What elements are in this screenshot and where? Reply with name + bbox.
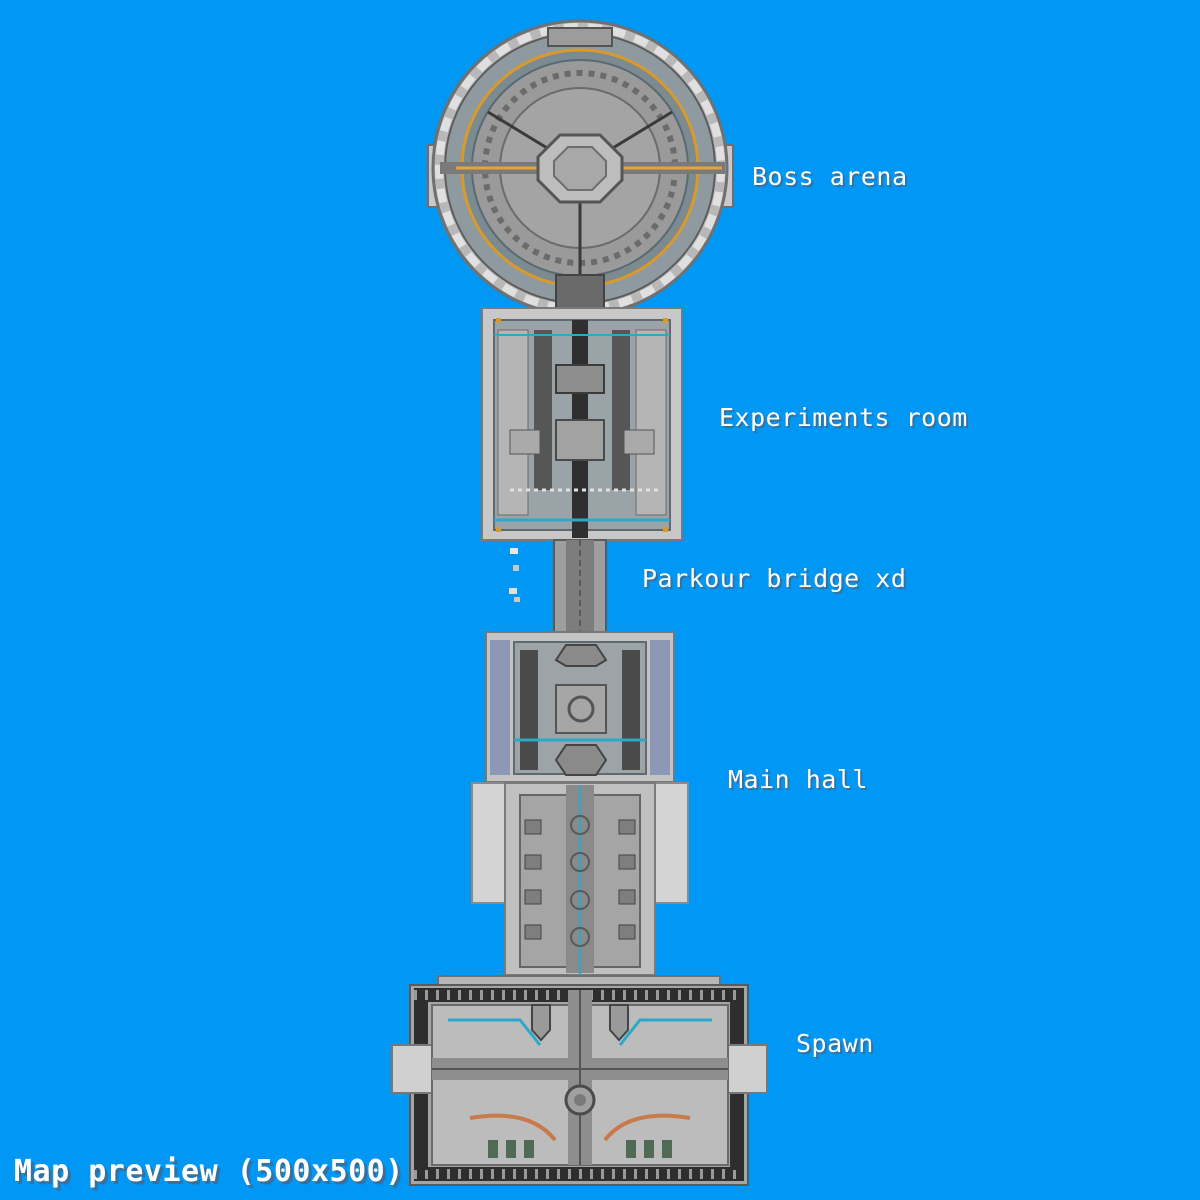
experiments-room-structure (481, 307, 683, 541)
area-label-experiments-room: Experiments room (719, 403, 968, 432)
spawn-structure (391, 975, 768, 1186)
area-label-main-hall: Main hall (728, 765, 868, 794)
area-label-spawn: Spawn (796, 1029, 874, 1058)
parkour-bridge-structure (509, 539, 607, 633)
main-hall-structure (471, 631, 689, 976)
map-caption: Map preview (500x500) (14, 1154, 404, 1189)
area-label-boss-arena: Boss arena (752, 162, 908, 191)
area-label-parkour-bridge: Parkour bridge xd (642, 564, 907, 593)
boss-arena-structure (427, 19, 734, 317)
